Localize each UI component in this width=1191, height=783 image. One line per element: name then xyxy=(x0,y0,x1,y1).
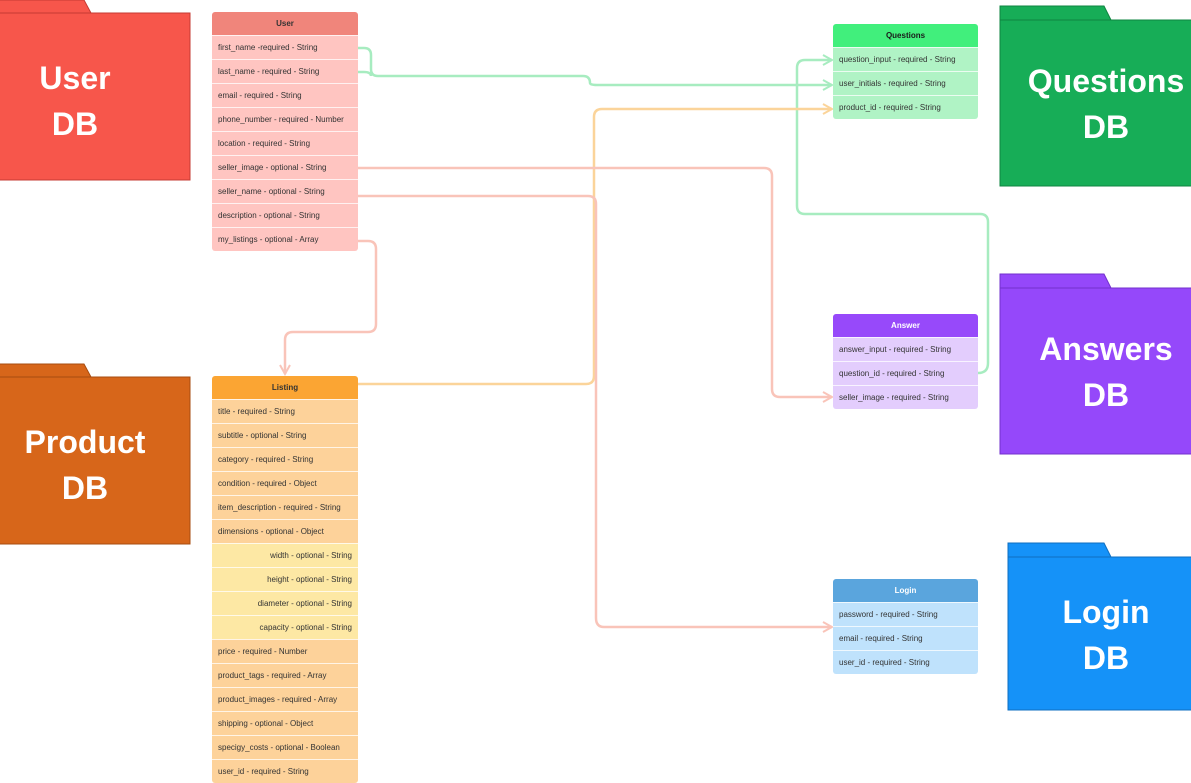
login-field-row: user_id - required - String xyxy=(833,650,978,674)
listing-field-row: width - optional - String xyxy=(212,543,358,567)
listing-field-row: capacity - optional - String xyxy=(212,615,358,639)
connector-listing-to-product-id xyxy=(358,109,832,386)
listing-table-header: Listing xyxy=(212,376,358,399)
login-table-header: Login xyxy=(833,579,978,602)
listing-field-row: subtitle - optional - String xyxy=(212,423,358,447)
listing-field-row: title - required - String xyxy=(212,399,358,423)
connector-question-id-to-question-input xyxy=(795,60,990,375)
listing-field-row: condition - required - Object xyxy=(212,471,358,495)
listing-field-row: specigy_costs - optional - Boolean xyxy=(212,735,358,759)
connector-seller-name-to-login xyxy=(358,194,832,627)
login-field-row: password - required - String xyxy=(833,602,978,626)
listing-field-row: category - required - String xyxy=(212,447,358,471)
listing-field-row: item_description - required - String xyxy=(212,495,358,519)
listing-field-row: dimensions - optional - Object xyxy=(212,519,358,543)
listing-field-row: price - required - Number xyxy=(212,639,358,663)
listing-field-row: product_images - required - Array xyxy=(212,687,358,711)
questions-table-header: Questions xyxy=(833,24,978,47)
connector-seller-image-to-answer xyxy=(358,166,832,397)
answer-field-row: answer_input - required - String xyxy=(833,337,978,361)
login-field-row: email - required - String xyxy=(833,626,978,650)
user-field-row: first_name -required - String xyxy=(212,35,358,59)
user-field-row: seller_image - optional - String xyxy=(212,155,358,179)
user-table-header: User xyxy=(212,12,358,35)
user-field-row: seller_name - optional - String xyxy=(212,179,358,203)
connector-my-listings-to-listing xyxy=(285,239,378,374)
connector-last-name-to-user-initials xyxy=(342,70,373,77)
connector-first-name-to-user-initials xyxy=(342,46,832,85)
user-field-row: my_listings - optional - Array xyxy=(212,227,358,251)
questions-field-row: product_id - required - String xyxy=(833,95,978,119)
answer-field-row: seller_image - required - String xyxy=(833,385,978,409)
user-field-row: description - optional - String xyxy=(212,203,358,227)
user-field-row: email - required - String xyxy=(212,83,358,107)
user-field-row: location - required - String xyxy=(212,131,358,155)
answer-table-header: Answer xyxy=(833,314,978,337)
listing-field-row: product_tags - required - Array xyxy=(212,663,358,687)
answer-field-row: question_id - required - String xyxy=(833,361,978,385)
questions-field-row: user_initials - required - String xyxy=(833,71,978,95)
questions-field-row: question_input - required - String xyxy=(833,47,978,71)
listing-field-row: height - optional - String xyxy=(212,567,358,591)
listing-field-row: shipping - optional - Object xyxy=(212,711,358,735)
listing-field-row: user_id - required - String xyxy=(212,759,358,783)
user-field-row: last_name - required - String xyxy=(212,59,358,83)
listing-field-row: diameter - optional - String xyxy=(212,591,358,615)
user-field-row: phone_number - required - Number xyxy=(212,107,358,131)
